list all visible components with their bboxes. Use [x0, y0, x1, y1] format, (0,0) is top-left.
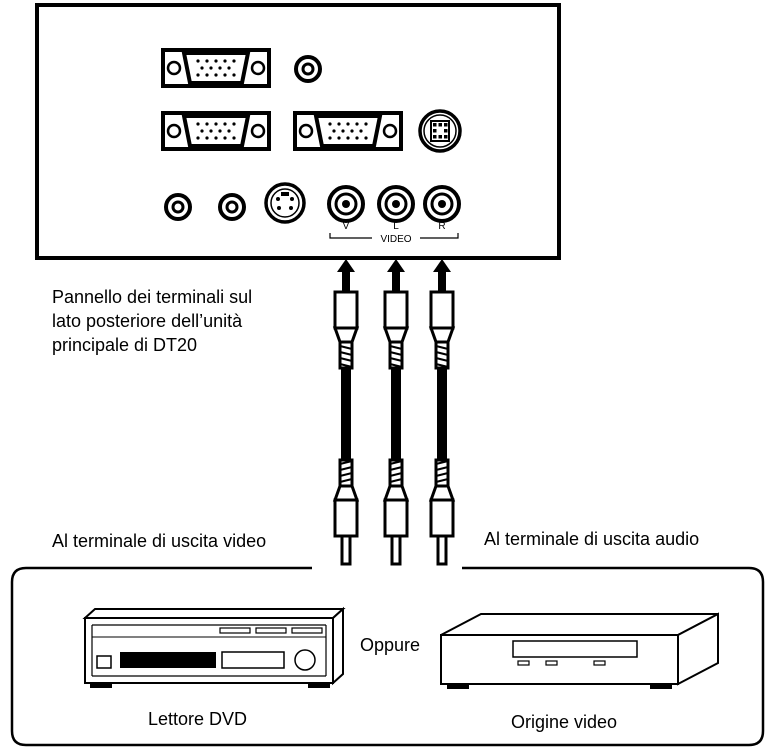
- cable-video: [333, 259, 359, 566]
- video-source-illustration: [440, 612, 719, 689]
- jack-label-v: V: [343, 221, 350, 232]
- audio-jack-top: [294, 55, 322, 83]
- cable-audio-r: [429, 259, 455, 566]
- audio-output-label: Al terminale di uscita audio: [484, 529, 700, 549]
- audio-jack-left-1: [164, 193, 192, 221]
- jack-label-group: VIDEO: [380, 234, 411, 245]
- s-video-connector: [264, 182, 306, 224]
- panel-caption-line-1: Pannello dei terminali sul: [52, 287, 253, 307]
- dsub-connector-3: [293, 111, 403, 151]
- panel-caption-line-3: principale di DT20: [52, 335, 198, 355]
- rca-jack-l: [377, 185, 415, 223]
- rca-jack-r: [423, 185, 461, 223]
- mini-din-8pin-connector: [418, 109, 462, 153]
- source-devices-box: [10, 566, 765, 747]
- audio-jack-left-2: [218, 193, 246, 221]
- rca-jack-v: [327, 185, 365, 223]
- video-source-label: Origine video: [511, 712, 618, 732]
- dsub-connector-2: [161, 111, 271, 151]
- or-label: Oppure: [360, 635, 421, 655]
- video-bracket: [329, 233, 459, 239]
- jack-label-r: R: [438, 221, 445, 232]
- jack-label-l: L: [393, 221, 399, 232]
- dsub-connector-1: [161, 48, 271, 88]
- dvd-player-label: Lettore DVD: [148, 709, 248, 729]
- panel-caption-line-2: lato posteriore dell’unità: [52, 311, 243, 331]
- dvd-player-illustration: [82, 606, 346, 688]
- video-output-label: Al terminale di uscita video: [52, 531, 267, 551]
- cable-audio-l: [383, 259, 409, 566]
